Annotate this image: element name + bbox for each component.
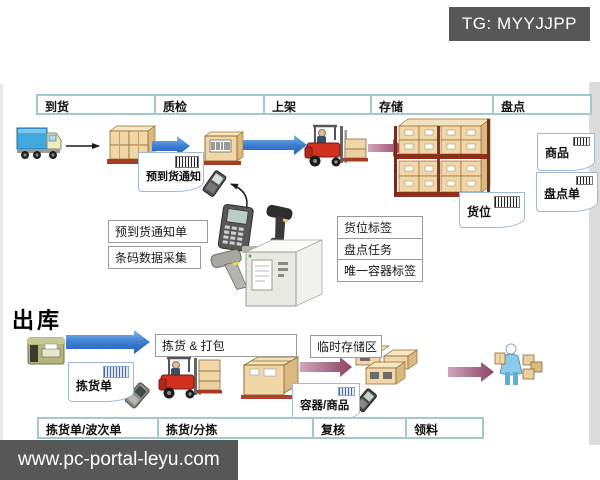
telegram-watermark-badge: TG: MYYJJPP bbox=[448, 7, 590, 41]
worker-icon bbox=[494, 343, 543, 385]
label-printer-icon bbox=[245, 239, 323, 307]
paper-pre-arrival-notice-label: 预到货通知 bbox=[146, 171, 201, 183]
labeled-box-icon bbox=[203, 131, 245, 165]
paper-container-product-label: 容器/商品 bbox=[300, 400, 350, 412]
truck-icon bbox=[16, 127, 62, 159]
stage-material-issue: 领料 bbox=[414, 423, 439, 437]
stage-shelving: 上架 bbox=[265, 96, 372, 113]
flow-arrow-pink-3 bbox=[448, 362, 494, 382]
stage-storage: 存储 bbox=[372, 96, 494, 113]
box-temp-storage-area: 临时存储区 bbox=[310, 335, 382, 358]
paper-container-product: 容器/商品 bbox=[292, 383, 360, 421]
box-pre-arrival-notice-doc: 预到货通知单 bbox=[108, 220, 208, 243]
outbound-carton-icon bbox=[241, 356, 300, 399]
barcode-icon bbox=[338, 387, 355, 396]
barcode-icon bbox=[494, 196, 520, 208]
stage-qc: 质检 bbox=[156, 96, 265, 113]
stage-recheck: 复核 bbox=[314, 419, 407, 437]
mobile-terminal-icon bbox=[217, 204, 254, 252]
stage-pick-sort: 拣货/分拣 bbox=[159, 419, 314, 437]
stage-picklist-wave: 拣货单/波次单 bbox=[39, 419, 159, 437]
website-watermark-badge: www.pc-portal-leyu.com bbox=[0, 440, 238, 480]
paper-location-label: 货位 bbox=[467, 205, 492, 219]
outbound-printer-icon bbox=[27, 337, 65, 365]
paper-count-sheet: 盘点单 bbox=[536, 172, 598, 212]
flow-arrow-blue-outbound bbox=[66, 330, 150, 354]
handheld-scanner-icon-2 bbox=[124, 382, 150, 409]
barcode-icon bbox=[576, 176, 593, 185]
box-count-task: 盘点任务 bbox=[337, 238, 423, 261]
outbound-stage-table: 拣货单/波次单 拣货/分拣 复核 领料 bbox=[37, 417, 484, 439]
paper-product-label: 商品 bbox=[545, 146, 570, 160]
storage-rack-icon bbox=[394, 118, 492, 197]
barcode-scanner-gray-icon bbox=[210, 249, 248, 290]
flow-arrow-blue-2 bbox=[243, 135, 307, 155]
forklift-icon bbox=[303, 124, 370, 168]
inbound-stage-table: 到货 质检 上架 存储 盘点 bbox=[36, 94, 592, 115]
right-edge-strip bbox=[589, 82, 600, 445]
stage-arrival: 到货 bbox=[38, 96, 156, 113]
box-pick-and-pack: 拣货 & 打包 bbox=[155, 334, 297, 357]
stage-count: 盘点 bbox=[501, 100, 526, 113]
paper-picking-list: 拣货单 bbox=[68, 362, 134, 402]
flow-arrow-blue-1 bbox=[152, 136, 190, 156]
handheld-terminal-icon bbox=[202, 170, 227, 197]
flow-arrow-pink-2 bbox=[300, 357, 352, 377]
left-edge-strip bbox=[0, 84, 3, 440]
paper-pre-arrival-notice: 预到货通知 bbox=[138, 152, 204, 192]
barcode-icon bbox=[103, 366, 129, 378]
box-location-tag: 货位标签 bbox=[337, 216, 423, 239]
barcode-scanner-icon bbox=[266, 204, 293, 245]
paper-count-sheet-label: 盘点单 bbox=[544, 187, 581, 201]
paper-picking-list-label: 拣货单 bbox=[76, 379, 113, 393]
box-unique-container-tag: 唯一容器标签 bbox=[337, 259, 423, 282]
forklift-load-extra-box bbox=[198, 359, 221, 372]
paper-product: 商品 bbox=[537, 133, 595, 171]
paper-location: 货位 bbox=[459, 192, 525, 228]
outbound-section-title: 出库 bbox=[12, 308, 63, 333]
box-barcode-data-collection: 条码数据采集 bbox=[108, 246, 201, 269]
barcode-icon bbox=[175, 156, 199, 168]
barcode-icon bbox=[573, 137, 590, 146]
